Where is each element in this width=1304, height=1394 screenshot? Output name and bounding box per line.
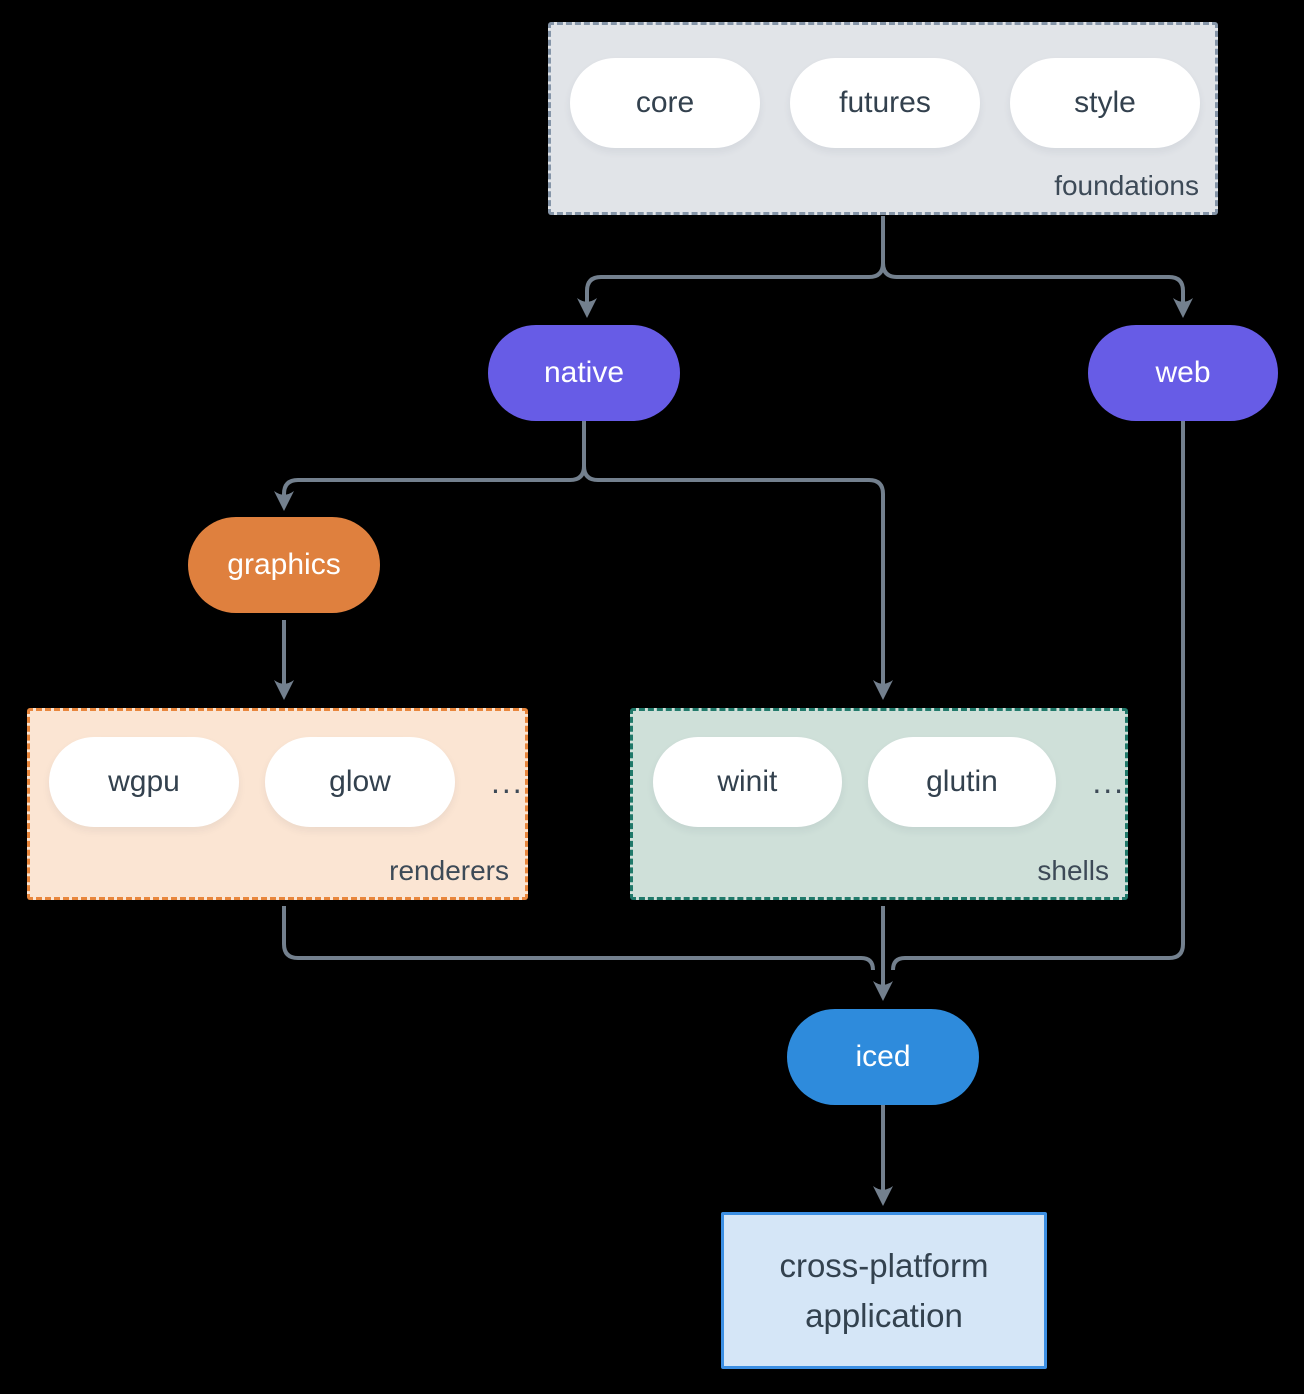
foundations-group-label: foundations (1054, 170, 1199, 201)
renderers-pill-row: wgpu glow ... (30, 711, 525, 827)
pill-winit-label: winit (717, 765, 778, 798)
node-cross-platform-application: cross-platform application (721, 1212, 1047, 1369)
shells-ellipsis: ... (1092, 763, 1125, 800)
pill-futures: futures (790, 58, 980, 148)
edge-foundations-native (577, 216, 885, 318)
edge-renderers-merge (282, 906, 875, 971)
node-iced-label: iced (855, 1040, 911, 1073)
node-graphics-label: graphics (227, 548, 341, 581)
pill-wgpu: wgpu (49, 737, 239, 827)
pill-glutin-label: glutin (926, 765, 998, 798)
pill-glutin: glutin (867, 737, 1057, 827)
renderers-ellipsis: ... (491, 763, 524, 800)
edge-native-shells (582, 421, 893, 700)
pill-winit: winit (653, 737, 842, 827)
pill-core-label: core (635, 86, 695, 119)
foundations-pill-row: core futures style (551, 25, 1215, 148)
node-graphics: graphics (188, 517, 380, 613)
group-renderers: wgpu glow ... renderers (27, 708, 528, 900)
node-web-label: web (1155, 356, 1211, 389)
renderers-group-label: renderers (389, 855, 509, 886)
application-label-line2: application (805, 1296, 963, 1334)
node-web: web (1088, 325, 1278, 421)
group-foundations: core futures style foundations (548, 22, 1218, 215)
application-label-line1: cross-platform (779, 1246, 989, 1284)
shells-group-label: shells (1037, 855, 1109, 886)
pill-style-label: style (1074, 86, 1136, 119)
edge-foundations-web (881, 216, 1193, 318)
edge-native-graphics (274, 421, 586, 511)
node-native-label: native (543, 356, 625, 389)
pill-glow: glow (265, 737, 455, 827)
node-native: native (488, 325, 680, 421)
pill-glow-label: glow (329, 765, 391, 798)
group-shells: winit glutin ... shells (630, 708, 1128, 900)
pill-core: core (570, 58, 760, 148)
pill-futures-label: futures (839, 86, 931, 119)
node-iced: iced (787, 1009, 979, 1105)
shells-pill-row: winit glutin ... (633, 711, 1125, 827)
edge-web-merge (891, 421, 1185, 971)
pill-style: style (1010, 58, 1200, 148)
pill-wgpu-label: wgpu (108, 765, 180, 798)
